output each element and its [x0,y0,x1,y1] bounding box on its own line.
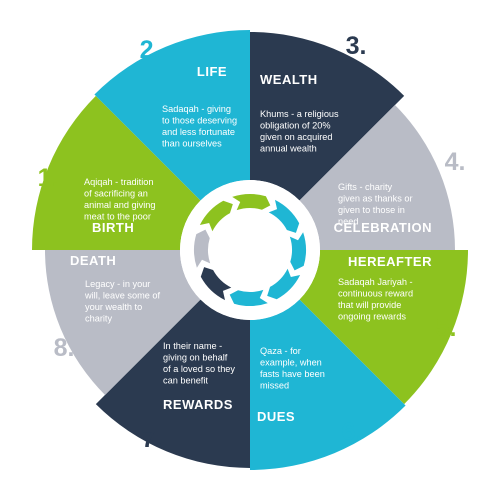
segment-rewards: 7.REWARDS In their name -giving on behalf… [95,299,250,468]
segment-number: 6. [342,418,363,446]
segment-title: BIRTH [92,220,134,235]
cycle-arrow [199,200,233,232]
cycle-arrow [232,194,271,211]
segment-title: LIFE [197,64,227,79]
cycle-arrow [200,267,232,301]
segment-title: WEALTH [260,72,318,87]
cycle-arrow [229,289,268,306]
segment-number: 2. [140,36,161,64]
segment-number: 1. [38,164,59,192]
segment-wedge [32,95,201,250]
cycle-arrow [267,268,301,300]
cycle-arrow [268,199,300,233]
cycle-arrow [289,232,306,271]
segment-wedge [45,250,201,395]
segment-number: 8. [54,334,75,362]
segment-number: 5. [436,314,457,342]
segment-wedge [94,30,250,201]
segment-title: DEATH [70,253,116,268]
segment-number: 3. [346,32,367,60]
segment-title: DUES [257,409,295,424]
segment-number: 7. [142,425,163,453]
segment-wedge [299,105,456,250]
segment-wedge [299,250,468,405]
segment-number: 4. [445,148,466,176]
segment-hereafter: 5. HEREAFTER Sadaqah Jariyah -continuous r… [299,250,468,405]
segment-title: CELEBRATION [334,220,432,235]
cycle-arrows [194,194,306,306]
segment-title: REWARDS [163,397,233,412]
segment-wedge [250,32,405,201]
cycle-arrow [194,229,211,268]
segment-wedge [95,299,250,468]
segment-wedge [250,299,406,470]
segment-title: HEREAFTER [348,254,432,269]
